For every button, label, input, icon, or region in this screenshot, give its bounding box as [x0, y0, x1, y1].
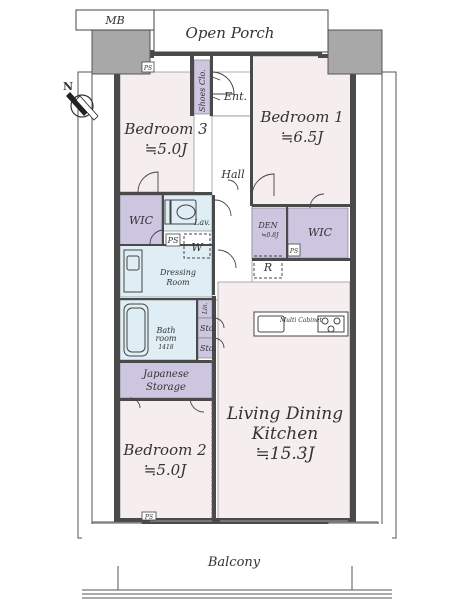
bedroom-1-floor	[251, 55, 353, 207]
fixtures	[123, 71, 349, 522]
room-fills	[119, 55, 353, 521]
wic-left-label: WIC	[129, 214, 154, 227]
washer-label: W	[191, 241, 204, 254]
ps-top-label: PS	[143, 65, 152, 72]
bedroom-1-name: Bedroom 1	[259, 108, 343, 126]
bathroom-label-3: 1418	[158, 344, 173, 351]
japanese-storage-label-2: Storage	[146, 382, 186, 393]
balcony-label: Balcony	[207, 555, 261, 570]
bathroom-label-2: room	[155, 334, 176, 343]
dressing-room-label-1: Dressing	[159, 268, 196, 277]
ldk-name-1: Living Dining	[226, 404, 343, 424]
hall-label: Hall	[220, 168, 245, 181]
ps-mid-label: PS	[167, 236, 179, 245]
bedroom-2-floor	[119, 399, 213, 521]
bedroom-2-name: Bedroom 2	[122, 441, 206, 459]
bedroom-3-name: Bedroom 3	[123, 120, 207, 138]
ldk-name-2: Kitchen	[251, 424, 318, 444]
hall-floor	[211, 115, 253, 301]
wic-right-label: WIC	[308, 226, 333, 239]
den-name: DEN	[257, 221, 278, 230]
japanese-storage-label-1: Japanese	[141, 369, 189, 380]
bedroom-1-size: ≒6.5J	[281, 128, 324, 146]
shoes-closet-label: Shoes Clo.	[198, 69, 207, 112]
storage-1-label: Sto.	[200, 324, 216, 333]
open-porch-label: Open Porch	[186, 24, 275, 42]
bedroom-2-size: ≒5.0J	[144, 461, 187, 479]
bedroom-3-size: ≒5.0J	[145, 140, 188, 158]
lavatory-label: Lav.	[193, 218, 210, 227]
wic-left-floor	[119, 194, 163, 246]
ldk-size: ≒15.3J	[256, 444, 316, 464]
japanese-storage-floor	[119, 361, 213, 399]
bathroom-floor	[119, 299, 199, 361]
dressing-room-floor	[119, 244, 213, 298]
entrance-label: Ent.	[223, 90, 247, 103]
ps-den-label: PS	[289, 248, 298, 255]
balcony	[82, 524, 392, 602]
ps-bottom-label: PS	[144, 514, 153, 521]
multi-cabinet-label: Multi Cabinet	[279, 317, 323, 324]
refrigerator-label: R	[263, 261, 272, 274]
open-porch	[153, 9, 329, 53]
north-arrow: N	[63, 80, 99, 121]
lin-label: Lin.	[202, 302, 209, 315]
den-size: ≒0.8J	[262, 232, 280, 239]
bathroom-label-1: Bath	[155, 326, 175, 335]
north-icon: N	[63, 80, 73, 93]
storage-2-label: Sto.	[200, 344, 216, 353]
dressing-room-label-2: Room	[165, 278, 190, 287]
meter-box-label: MB	[104, 14, 124, 27]
